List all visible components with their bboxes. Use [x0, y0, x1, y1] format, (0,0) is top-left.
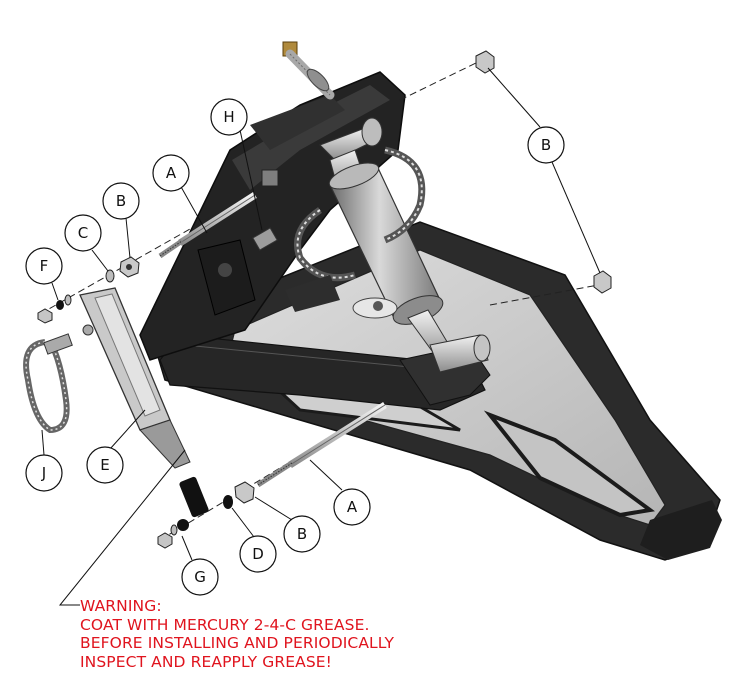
top-stud: [282, 41, 335, 100]
callout-g: G: [181, 558, 219, 596]
valve-block-e: [79, 287, 191, 469]
nut-b-top: [475, 50, 495, 74]
svg-text:G: G: [194, 568, 206, 586]
hose-j: [23, 333, 73, 434]
callout-b-top-right: B: [527, 126, 565, 164]
svg-text:B: B: [116, 192, 126, 210]
callout-h: H: [210, 98, 248, 136]
mount-block: [197, 239, 256, 316]
svg-text:F: F: [40, 257, 49, 275]
nut-b-bottom: [234, 481, 255, 504]
frame-crossbar: [159, 334, 486, 411]
svg-text:B: B: [297, 525, 307, 543]
warning-note: WARNING: COAT WITH MERCURY 2-4-C GREASE.…: [80, 597, 394, 671]
warning-line-coat: COAT WITH MERCURY 2-4-C GREASE.: [80, 615, 370, 634]
svg-text:C: C: [78, 224, 88, 242]
svg-text:H: H: [223, 108, 234, 126]
stud-a-left: [158, 192, 257, 259]
stud-a-bottom: [256, 402, 387, 488]
callout-b-left: B: [102, 182, 140, 220]
frame-cutout: [483, 410, 655, 518]
nut-b-right: [593, 270, 612, 294]
hydraulic-cylinder: [252, 117, 491, 373]
nut-f: [37, 294, 72, 324]
callout-a-left: A: [152, 154, 190, 192]
svg-text:A: A: [166, 164, 177, 182]
callout-f: F: [25, 247, 63, 285]
nut-b-left: [119, 256, 140, 278]
svg-text:E: E: [100, 456, 109, 474]
frame-tip: [640, 500, 722, 560]
callout-j: J: [25, 454, 63, 492]
washer-c: [105, 269, 115, 283]
warning-line-inspect: INSPECT AND REAPPLY GREASE!: [80, 652, 332, 671]
callout-d: D: [239, 535, 277, 573]
washer-d: [223, 495, 233, 509]
warning-line-before: BEFORE INSTALLING AND PERIODICALLY: [80, 634, 395, 652]
sleeve-fitting: [179, 476, 209, 518]
svg-text:A: A: [347, 498, 358, 516]
svg-text:B: B: [541, 136, 551, 154]
warning-heading: WARNING:: [80, 597, 162, 615]
callout-c: C: [64, 214, 102, 252]
nut-g: [157, 519, 189, 549]
callout-e: E: [86, 446, 124, 484]
callout-b-bottom: B: [283, 515, 321, 553]
exploded-left: [23, 192, 257, 606]
svg-text:J: J: [41, 464, 46, 482]
callout-a-bottom: A: [333, 488, 371, 526]
exploded-right: [157, 50, 612, 549]
port-plate: [285, 275, 398, 319]
warning-leader: [58, 449, 186, 606]
svg-text:D: D: [252, 545, 264, 563]
callout-leaders: [41, 67, 601, 561]
